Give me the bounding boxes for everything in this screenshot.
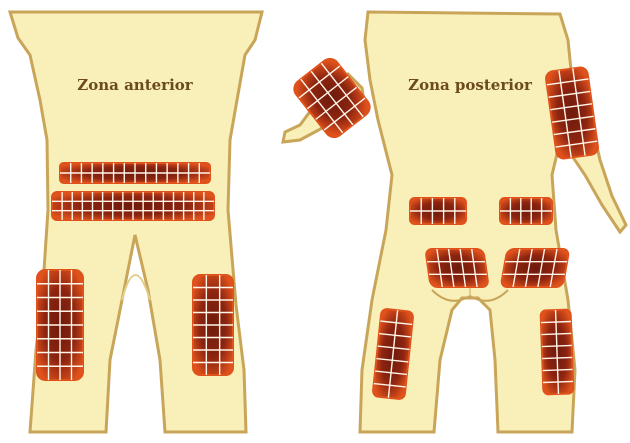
posterior-zone-label: Zona posterior xyxy=(408,76,533,94)
posterior-left-flank-patch xyxy=(410,198,466,224)
patch-area xyxy=(501,249,570,287)
anterior-abdomen-lower-patch xyxy=(52,192,214,220)
posterior-left-buttock-patch xyxy=(425,249,488,287)
anterior-zone-label: Zona anterior xyxy=(77,76,194,94)
anterior-abdomen-upper-patch xyxy=(60,163,210,183)
posterior-right-flank-patch xyxy=(500,198,552,224)
posterior-right-buttock-patch xyxy=(501,249,570,287)
patch-area xyxy=(425,249,488,287)
anterior-left-thigh-patch xyxy=(37,270,83,380)
anterior-right-thigh-patch xyxy=(193,275,233,375)
posterior-right-thigh-patch xyxy=(541,310,574,395)
